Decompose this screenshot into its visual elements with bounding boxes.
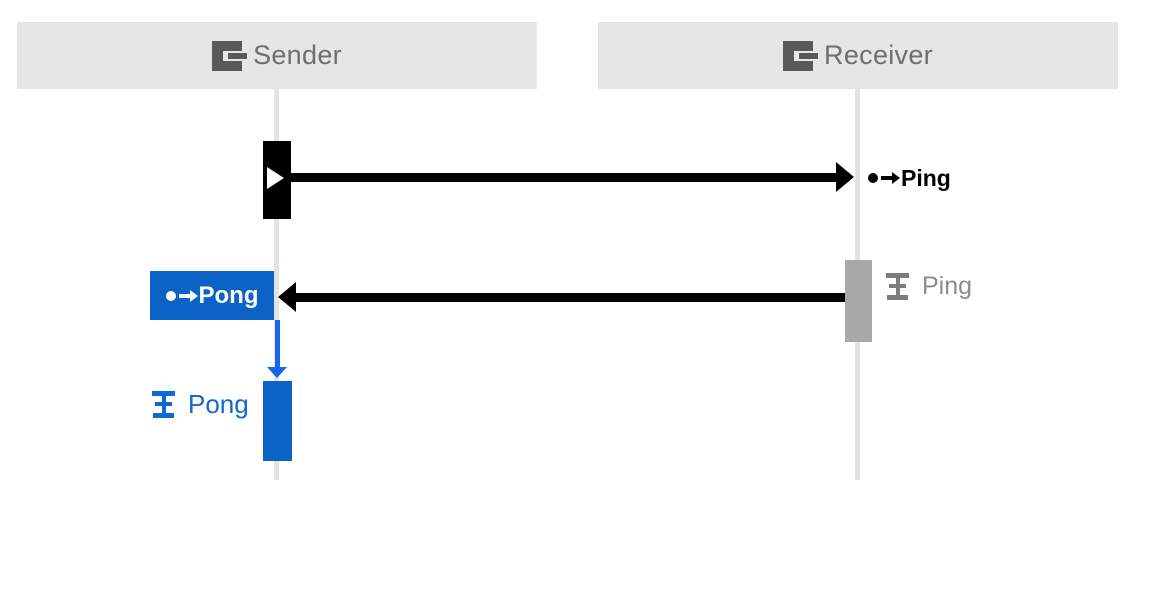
message-text-pong-handled: Pong [188, 388, 249, 419]
dot-arrow-icon [165, 289, 198, 302]
message-text-ping-handled: Ping [922, 271, 973, 300]
handler-icon [886, 272, 909, 300]
handler-icon [152, 390, 175, 418]
activation-receiver-ping[interactable] [845, 260, 872, 342]
play-triangle-icon [267, 167, 284, 189]
dot-arrow-icon [868, 172, 900, 184]
ping-arrow-shaft [291, 173, 837, 182]
lane-label-sender: Sender [253, 40, 342, 70]
message-text-pong-sent: Pong [198, 281, 259, 309]
pong-arrow-head [278, 282, 296, 312]
message-label-ping-sent[interactable]: Ping [868, 160, 951, 196]
pong-flow-arrow-head [267, 367, 287, 378]
message-label-pong-handled[interactable]: Pong [152, 389, 249, 419]
message-text-ping-sent: Ping [901, 164, 951, 191]
pong-flow-arrow-shaft [275, 320, 280, 367]
lane-label-receiver: Receiver [824, 40, 933, 70]
message-label-pong-sent-selected[interactable]: Pong [150, 271, 274, 320]
message-label-ping-handled[interactable]: Ping [886, 271, 972, 301]
ping-arrow-head [836, 162, 854, 192]
endpoint-header-sender[interactable]: Sender [17, 22, 537, 89]
endpoint-header-receiver[interactable]: Receiver [598, 22, 1118, 89]
endpoint-icon [212, 40, 248, 71]
activation-sender-pong[interactable] [263, 381, 292, 461]
endpoint-icon [783, 40, 819, 71]
pong-arrow-shaft [296, 293, 845, 302]
lifeline-sender [274, 89, 279, 480]
